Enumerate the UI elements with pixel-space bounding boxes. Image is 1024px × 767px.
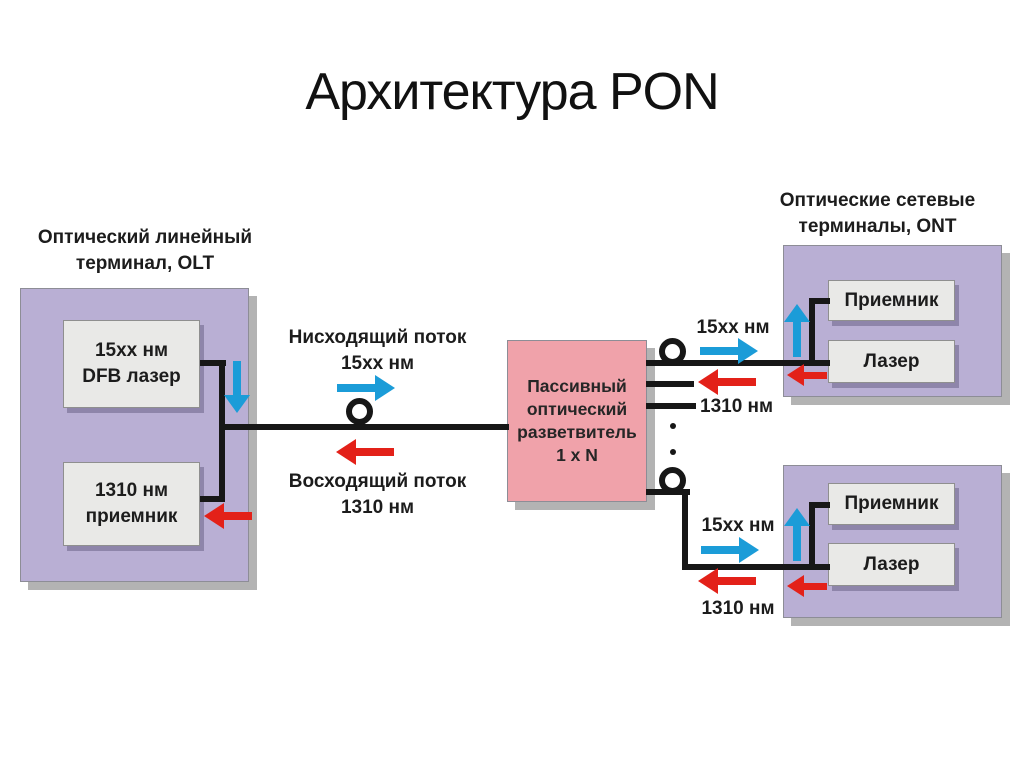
fiber-feeder-line: [222, 424, 509, 430]
upstream-arrow-ont-top-icon: [787, 364, 827, 386]
arrow-shaft: [337, 384, 377, 392]
arrow-head: [784, 304, 810, 322]
ont-label-line2: терминалы, ONT: [798, 216, 957, 237]
branch-bottom-upstream-label: 1310 нм: [701, 598, 775, 619]
arrow-head: [739, 537, 759, 563]
arrow-head: [738, 338, 758, 364]
splitter-line3: разветвитель: [517, 422, 637, 442]
arrow-shaft: [224, 512, 252, 520]
arrow-shaft: [803, 372, 827, 379]
feeder-upstream-line1: Восходящий поток: [288, 471, 467, 492]
olt-dfb-laser-module: 15xx нм DFB лазер: [63, 320, 200, 408]
fiber-ont-bottom-branch-stub: [809, 502, 830, 508]
ont-label-line1: Оптические сетевые: [779, 190, 976, 211]
upstream-arrow-olt-receiver-icon: [204, 503, 252, 529]
arrow-shaft: [233, 361, 241, 397]
ont-top-receiver-module: Приемник: [828, 280, 955, 321]
splitter-line1: Пассивный: [527, 376, 627, 396]
downstream-arrow-ont-bottom-icon: [784, 508, 810, 561]
olt-label-line2: терминал, OLT: [75, 253, 215, 274]
olt-laser-line2: DFB лазер: [82, 366, 181, 387]
feeder-upstream-line2: 1310 нм: [340, 497, 415, 518]
more-onts-ellipsis-dot: [670, 423, 676, 429]
fiber-branch-bottom-vertical: [682, 489, 688, 570]
ont-label: Оптические сетевые терминалы, ONT: [755, 188, 1000, 240]
ont-top-receiver-label: Приемник: [844, 289, 939, 311]
feeder-downstream-line2: 15xx нм: [340, 353, 415, 374]
feeder-downstream-label: Нисходящий поток 15xx нм: [265, 325, 490, 377]
olt-receiver-line1: 1310 нм: [94, 480, 169, 501]
arrow-shaft: [716, 577, 756, 585]
branch-top-downstream-label: 15xx нм: [696, 317, 770, 338]
splitter-box: Пассивный оптический разветвитель 1 x N: [507, 340, 647, 502]
ont-bottom-receiver-module: Приемник: [828, 483, 955, 525]
fiber-ont-bottom-branch-vertical: [809, 502, 815, 568]
arrow-shaft: [716, 378, 756, 386]
olt-laser-line1: 15xx нм: [94, 340, 169, 361]
downstream-arrow-feeder-icon: [337, 375, 395, 401]
fiber-branch-bottom-line: [682, 564, 830, 570]
fiber-splice-loop-top: [659, 338, 686, 365]
fiber-olt-vertical: [219, 360, 225, 502]
downstream-arrow-branch-top-icon: [700, 338, 758, 364]
fiber-splitter-stub-3: [646, 403, 696, 409]
branch-bottom-downstream-label: 15xx нм: [701, 515, 775, 536]
fiber-olt-laser-stub: [200, 360, 226, 366]
arrow-head: [784, 508, 810, 526]
olt-label-line1: Оптический линейный: [37, 227, 253, 248]
arrow-head: [375, 375, 395, 401]
ont-bottom-receiver-label: Приемник: [844, 493, 939, 514]
ont-bottom-laser-label: Лазер: [863, 553, 920, 575]
upstream-arrow-feeder-icon: [336, 439, 394, 465]
olt-receiver-line2: приемник: [85, 506, 178, 527]
olt-label: Оптический линейный терминал, OLT: [25, 225, 265, 277]
fiber-splice-loop-bottom: [659, 467, 686, 494]
arrow-shaft: [700, 347, 740, 355]
upstream-arrow-ont-bottom-icon: [787, 575, 827, 597]
arrow-head: [698, 568, 718, 594]
arrow-shaft: [354, 448, 394, 456]
ont-bottom-laser-module: Лазер: [828, 543, 955, 586]
slide-title: Архитектура PON: [305, 63, 719, 121]
downstream-arrow-ont-top-icon: [784, 304, 810, 357]
fiber-ont-top-branch-vertical: [809, 298, 815, 364]
arrow-head: [787, 364, 804, 386]
arrow-shaft: [793, 524, 801, 561]
arrow-head: [336, 439, 356, 465]
fiber-olt-receiver-stub: [200, 496, 225, 502]
upstream-arrow-branch-bottom-icon: [698, 568, 756, 594]
splitter-line2: оптический: [526, 399, 628, 419]
ont-top-laser-module: Лазер: [828, 340, 955, 383]
fiber-ont-top-branch-stub: [809, 298, 830, 304]
arrow-shaft: [701, 546, 741, 554]
more-onts-ellipsis-dot: [670, 449, 676, 455]
feeder-downstream-line1: Нисходящий поток: [288, 327, 467, 348]
arrow-shaft: [793, 320, 801, 357]
olt-receiver-module: 1310 нм приемник: [63, 462, 200, 546]
arrow-head: [787, 575, 804, 597]
upstream-arrow-branch-top-icon: [698, 369, 756, 395]
ont-top-laser-label: Лазер: [863, 350, 920, 372]
arrow-head: [224, 395, 250, 413]
branch-top-upstream-label: 1310 нм: [700, 396, 774, 417]
feeder-upstream-label: Восходящий поток 1310 нм: [265, 469, 490, 521]
downstream-arrow-olt-icon: [224, 361, 250, 413]
downstream-arrow-branch-bottom-icon: [701, 537, 759, 563]
fiber-splice-loop-feeder: [346, 398, 373, 425]
splitter-line4: 1 x N: [556, 445, 598, 465]
arrow-head: [204, 503, 224, 529]
arrow-shaft: [803, 583, 827, 590]
fiber-splitter-stub-2: [646, 381, 694, 387]
arrow-head: [698, 369, 718, 395]
